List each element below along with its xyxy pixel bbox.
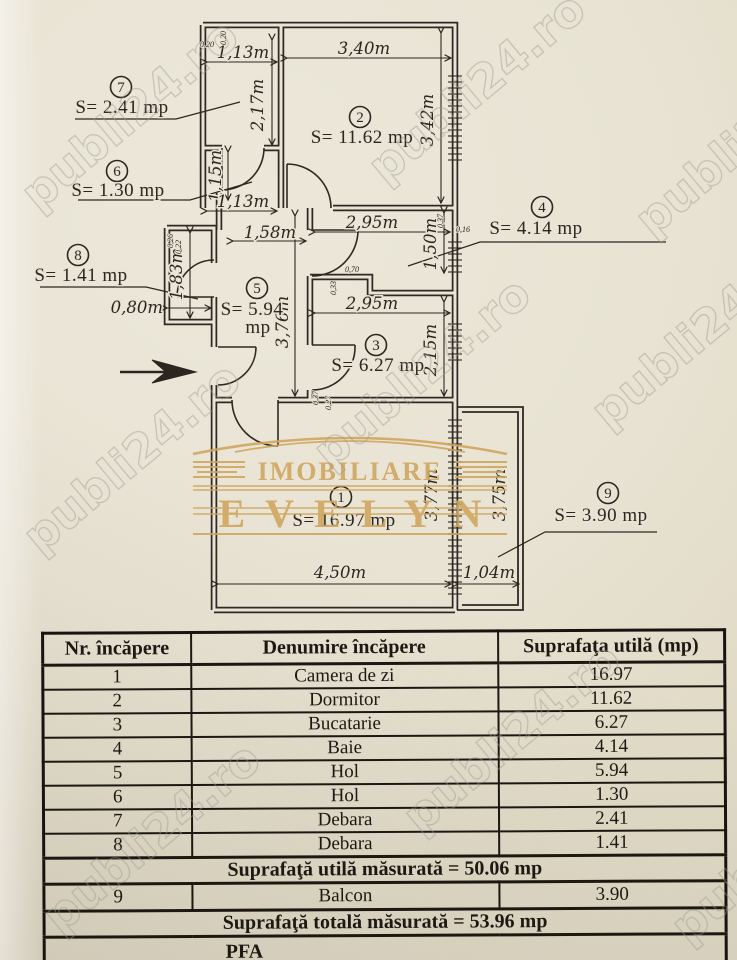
svg-text:7: 7 xyxy=(117,80,125,96)
room-2-label: 2 S= 11.62 mp xyxy=(309,105,414,150)
dim-label: 1,15m xyxy=(206,150,225,202)
footer-pfa: PFA xyxy=(225,940,264,960)
svg-text:6: 6 xyxy=(113,164,121,180)
subtotal-row: Suprafaţă utilă măsurată = 50.06 mp xyxy=(43,854,726,885)
dim-label: 1,50m xyxy=(421,218,440,270)
svg-text:S= 6.27 mp: S= 6.27 mp xyxy=(331,355,424,376)
footer-row: PFA Aut. Seria xyxy=(44,933,727,960)
svg-text:9: 9 xyxy=(604,486,612,502)
svg-text:S= 1.41 mp: S= 1.41 mp xyxy=(34,265,127,286)
dim-label: 3,75m xyxy=(490,469,509,521)
dim-label: 2,17m xyxy=(248,79,267,132)
svg-text:S= 2.41 mp: S= 2.41 mp xyxy=(75,97,168,118)
dim-label: 1,83m xyxy=(167,248,186,300)
col-header-nr: Nr. încăpere xyxy=(42,632,191,666)
svg-text:2: 2 xyxy=(356,110,364,126)
dim-label: 3,76m xyxy=(273,296,292,348)
svg-text:4: 4 xyxy=(538,200,546,216)
svg-text:mp: mp xyxy=(245,317,270,338)
svg-text:S= 3.90 mp: S= 3.90 mp xyxy=(554,505,647,526)
table-header-row: Nr. încăpere Denumire încăpere Suprafaţa… xyxy=(42,629,725,666)
total-row: Suprafaţă totală măsurată = 53.96 mp xyxy=(44,907,727,938)
dim-label: 0,70 xyxy=(345,265,359,274)
dim-label: 0,26 xyxy=(166,234,175,248)
floor-plan: 1,13m 3,40m 2,17m 3,42m 1,15m 1,13m 1,58… xyxy=(33,0,666,625)
dim-label: 3,77m xyxy=(422,469,441,521)
dim-label: 1,04m xyxy=(463,563,515,582)
dim-label: 1,13m xyxy=(217,43,269,62)
dim-label: 0,37 xyxy=(436,213,445,228)
dim-label: 0,33 xyxy=(329,281,338,295)
col-header-suprafata: Suprafaţa utilă (mp) xyxy=(497,629,725,663)
room-9-label: 9 S= 3.90 mp xyxy=(553,481,649,528)
room-8-label: 8 S= 1.41 mp xyxy=(33,243,129,288)
room-1-label: 1 S= 16.97 mp xyxy=(291,485,397,533)
dim-label: 0,80m xyxy=(111,298,163,317)
svg-text:S= 4.14 mp: S= 4.14 mp xyxy=(489,218,582,239)
label-leader-lines xyxy=(40,101,666,558)
room-5-label: 5 S= 5.94 mp xyxy=(219,276,284,340)
dim-label: 1,13m xyxy=(217,192,269,211)
entrance-arrow xyxy=(120,359,198,384)
room-6-label: 6 S= 1.30 mp xyxy=(70,159,166,203)
dim-label: 4,50m xyxy=(313,563,366,582)
dim-label: 2,15m xyxy=(421,324,440,377)
dim-label: 0,22 xyxy=(174,240,183,254)
balcony-walls xyxy=(457,406,524,611)
room-3-label: 3 S= 6.27 mp xyxy=(330,333,426,378)
dimension-lines xyxy=(167,33,519,584)
area-table-wrap: Nr. încăpere Denumire încăpere Suprafaţa… xyxy=(41,628,728,960)
dim-label: 0,37 xyxy=(311,390,320,405)
svg-text:8: 8 xyxy=(74,248,82,264)
svg-text:1: 1 xyxy=(337,490,345,506)
dim-label: 0,16 xyxy=(456,225,470,234)
dim-label: 0,27 xyxy=(324,395,333,410)
svg-text:3: 3 xyxy=(372,338,380,354)
dim-label: 0.20 xyxy=(219,31,228,45)
svg-text:S= 16.97 mp: S= 16.97 mp xyxy=(292,510,395,531)
dim-label: 0.20 xyxy=(200,40,214,49)
room-7-label: 7 S= 2.41 mp xyxy=(74,75,170,120)
balcony-row: 9 Balcon 3.90 xyxy=(43,880,727,912)
dim-label: 3,42m xyxy=(418,94,437,146)
col-header-denumire: Denumire încăpere xyxy=(190,630,498,665)
svg-text:S= 5.94: S= 5.94 xyxy=(221,299,284,320)
svg-text:S= 1.30 mp: S= 1.30 mp xyxy=(71,180,164,201)
dim-label: 2,95m xyxy=(345,294,398,313)
dim-label: 3,40m xyxy=(338,39,390,58)
svg-text:S= 11.62 mp: S= 11.62 mp xyxy=(311,127,414,148)
dim-label: 1,58m xyxy=(244,223,296,242)
room-4-label: 4 S= 4.14 mp xyxy=(488,195,584,241)
svg-text:5: 5 xyxy=(253,281,261,297)
dim-label: 2,95m xyxy=(345,213,398,232)
area-table: Nr. încăpere Denumire încăpere Suprafaţa… xyxy=(41,628,728,960)
